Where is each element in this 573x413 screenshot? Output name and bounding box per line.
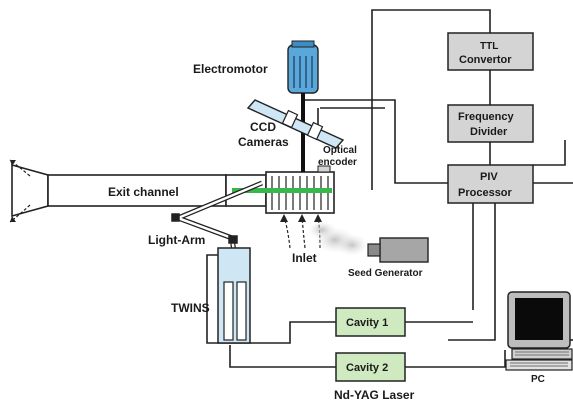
light-arm-label: Light-Arm [148,233,205,247]
electromotor-label: Electromotor [193,62,268,76]
seed-generator-body [379,237,429,263]
optical-encoder-label-line1: Optical [323,145,357,156]
twins-head-1 [223,281,234,341]
frequency-divider-box [447,104,534,143]
seed-generator-nozzle [367,243,381,257]
pc-computer [505,291,573,371]
cavity-2-box [335,352,406,382]
exit-channel-label: Exit channel [108,185,179,199]
wiring [206,9,573,368]
cavity-1-box [335,307,406,337]
seed-smoke [308,221,368,256]
exit-arrows [9,159,31,223]
optical-encoder-box [317,165,331,173]
frequency-divider-label-line1: Frequency [458,111,515,123]
ccd-camera-rail [246,99,345,149]
piv-processor-label-line1: PIV [480,171,498,183]
ccd-label-line1: CCD [250,120,276,134]
ccd-label-line2: Cameras [238,135,289,149]
piv-processor-label-line2: Processor [458,187,513,199]
laser-sheet [232,188,332,193]
inlet-arrowhead-2 [298,214,306,222]
cavity-1-label: Cavity 1 [346,317,388,329]
twins-head-2 [236,281,247,341]
exit-arrowhead-bottom [10,216,16,222]
exit-nozzle [11,163,49,218]
ttl-convertor-label-line1: TTL [480,41,498,52]
inlet-label: Inlet [292,251,317,265]
light-arm [171,180,263,253]
seed-generator-label: Seed Generator [348,268,423,279]
exit-channel-tube [47,174,227,207]
pc-label: PC [531,374,545,385]
ttl-convertor-label-line2: Convertor [459,54,512,66]
twins-label: TWINS [171,301,210,315]
inlet-arrowhead-3 [314,214,322,222]
inlet-arrowhead-1 [280,214,288,222]
ttl-convertor-box [447,32,534,71]
nd-yag-laser-label: Nd-YAG Laser [334,388,415,402]
piv-processor-box [447,164,534,204]
electromotor-cap [291,40,315,48]
optical-encoder-label-line2: encoder [318,157,357,168]
cavity-2-label: Cavity 2 [346,362,388,374]
frequency-divider-label-line2: Divider [470,126,508,138]
electromotor-body [287,44,319,94]
electromotor-fins [293,56,313,88]
exit-arrowhead-top [10,160,16,166]
